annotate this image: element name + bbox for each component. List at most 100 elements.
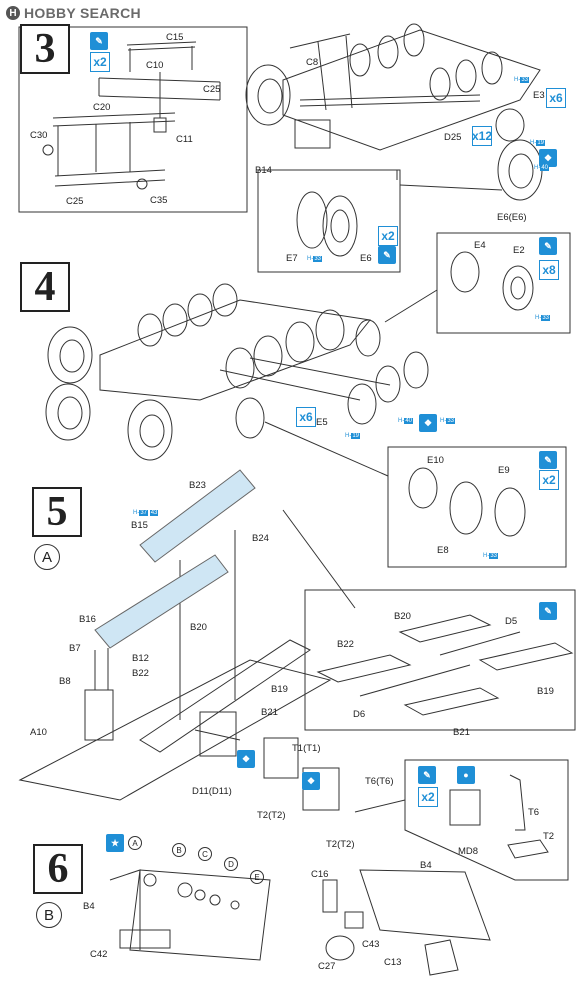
color-ref: H-19 — [530, 140, 546, 146]
callout-b: B — [172, 843, 186, 857]
part-label: C13 — [384, 957, 402, 968]
step3-chassis — [245, 23, 543, 201]
step4-qty-e5: x6 — [296, 407, 316, 427]
part-label: E7 — [286, 253, 298, 264]
part-label: T2 — [543, 831, 555, 842]
step-4-number: 4 — [20, 262, 70, 312]
part-label: E9 — [498, 465, 510, 476]
part-label: T6(T6) — [365, 776, 394, 787]
paint-icon: ● — [457, 766, 475, 784]
part-label: C8 — [306, 57, 319, 68]
color-ref: H-37 43 — [133, 510, 159, 516]
part-label: C11 — [176, 134, 193, 145]
part-label: E10 — [427, 455, 444, 466]
color-ref-number: 37 — [139, 510, 149, 516]
part-label: C10 — [146, 60, 164, 71]
part-label: E5 — [316, 417, 328, 428]
part-label: B19 — [271, 684, 288, 695]
brand-name: HOBBY SEARCH — [24, 5, 141, 21]
part-label: B21 — [453, 727, 470, 738]
callout-e: E — [250, 870, 264, 884]
step4-sprocket-inset — [264, 421, 567, 568]
part-label: MD8 — [458, 846, 479, 857]
step5-seat-detail-inset — [354, 759, 569, 881]
part-label: B24 — [252, 533, 269, 544]
step3-qty-tire: x2 — [378, 226, 398, 246]
glue-icon: ✎ — [90, 32, 108, 50]
part-label: B22 — [337, 639, 354, 650]
part-label: B20 — [394, 611, 411, 622]
part-label: C25 — [66, 196, 84, 207]
color-ref-number: 33 — [489, 553, 499, 559]
part-label: B14 — [255, 165, 272, 176]
step5-qty-e9: x2 — [539, 470, 559, 490]
step-6-number: 6 — [33, 844, 83, 894]
color-ref-number: 33 — [520, 77, 530, 83]
color-ref: H-33 — [535, 315, 551, 321]
color-ref: H-19 — [345, 433, 361, 439]
part-label: E4 — [474, 240, 486, 251]
step3-inset-frame — [18, 26, 248, 213]
step-6-sub-label: B — [36, 902, 62, 928]
part-label: B12 — [132, 653, 149, 664]
part-label: E6 — [360, 253, 372, 264]
step6-dashboard-right — [322, 869, 491, 976]
part-label: A10 — [30, 727, 47, 738]
color-ref: H-33 — [307, 256, 323, 262]
part-label: E6(E6) — [497, 212, 527, 223]
step3-qty-glue: x2 — [90, 52, 110, 72]
part-label: C42 — [90, 949, 108, 960]
part-label: T6 — [528, 807, 540, 818]
part-label: E3 — [533, 90, 545, 101]
part-label: T2(T2) — [326, 839, 355, 850]
part-label: D6 — [353, 709, 366, 720]
part-label: C16 — [311, 869, 329, 880]
part-label: E2 — [513, 245, 525, 256]
part-label: D11(D11) — [192, 786, 232, 797]
step5-panel-inset — [282, 509, 576, 731]
part-label: B7 — [69, 643, 81, 654]
part-label: C15 — [166, 32, 184, 43]
part-label: B16 — [79, 614, 96, 625]
step3-qty-e3: x6 — [546, 88, 566, 108]
part-label: C30 — [30, 130, 48, 141]
color-ref-number: 33 — [313, 256, 323, 262]
step4-chassis — [45, 283, 429, 461]
callout-c: C — [198, 847, 212, 861]
part-label: D25 — [444, 132, 462, 143]
options-icon: ❖ — [539, 149, 557, 167]
color-ref-number: 19 — [536, 140, 546, 146]
step3-tire-inset — [257, 169, 503, 273]
part-label: C20 — [93, 102, 111, 113]
part-label: B15 — [131, 520, 148, 531]
part-label: E8 — [437, 545, 449, 556]
glue-icon: ✎ — [378, 246, 396, 264]
part-label: C27 — [318, 961, 336, 972]
step5-qty-t: x2 — [418, 787, 438, 807]
part-label: T1(T1) — [292, 743, 321, 754]
star-icon: ★ — [106, 834, 124, 852]
callout-d: D — [224, 857, 238, 871]
color-ref-number: 40 — [540, 165, 550, 171]
glue-icon: ✎ — [539, 237, 557, 255]
step5-floor-assembly — [18, 530, 340, 811]
part-label: T2(T2) — [257, 810, 286, 821]
color-ref: H-33 — [483, 553, 499, 559]
glue-icon: ✎ — [418, 766, 436, 784]
part-label: B19 — [537, 686, 554, 697]
part-label: C35 — [150, 195, 168, 206]
color-ref-number: 33 — [446, 418, 456, 424]
color-ref: H-33 — [514, 77, 530, 83]
part-label: B4 — [83, 901, 95, 912]
part-label: B4 — [420, 860, 432, 871]
step5-seat-panels — [94, 469, 256, 649]
step6-dashboard-left — [109, 869, 271, 961]
options-icon: ❖ — [237, 750, 255, 768]
glue-icon: ✎ — [539, 602, 557, 620]
color-ref: H-40 — [534, 165, 550, 171]
part-label: B20 — [190, 622, 207, 633]
options-icon: ❖ — [419, 414, 437, 432]
part-label: C43 — [362, 939, 380, 950]
callout-a: A — [128, 836, 142, 850]
